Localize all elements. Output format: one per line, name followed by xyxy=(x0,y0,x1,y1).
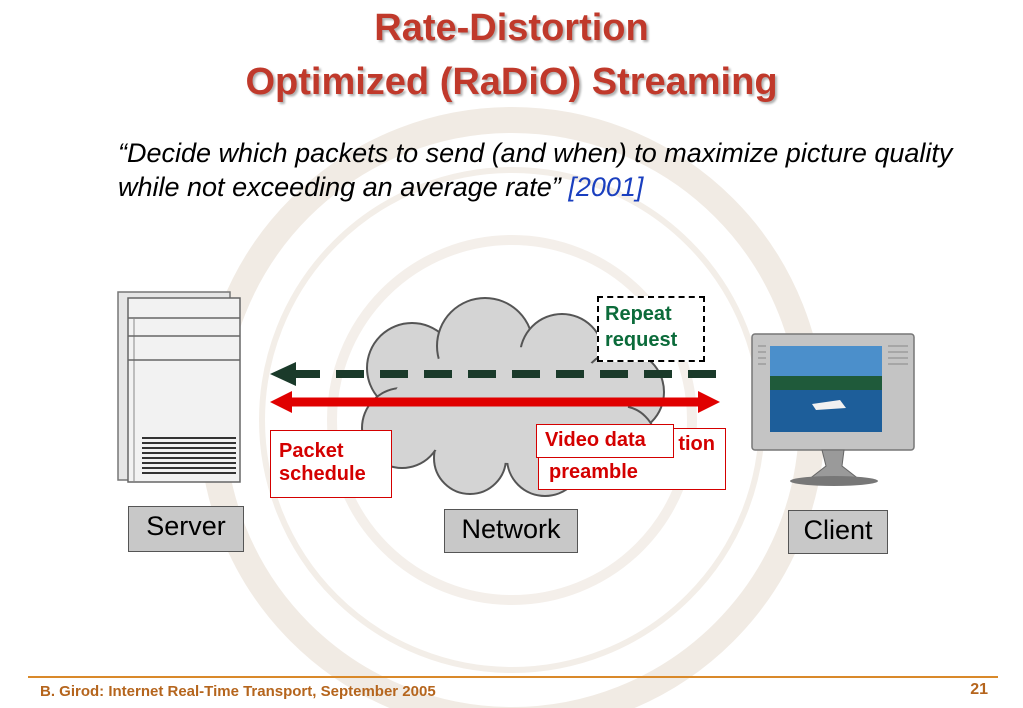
quote: “Decide which packets to send (and when)… xyxy=(118,136,968,204)
repeat-request-line2: request xyxy=(605,329,678,351)
preamble-text: preamble xyxy=(549,461,638,483)
footer-divider xyxy=(28,676,998,678)
server-label: Server xyxy=(128,506,244,552)
client-label: Client xyxy=(788,510,888,554)
request-arrow xyxy=(270,362,718,386)
quote-citation: [2001] xyxy=(568,172,644,202)
packet-schedule-box: Packet schedule xyxy=(270,430,392,498)
repeat-request-box: Repeat request xyxy=(597,296,705,362)
server-icon xyxy=(117,291,241,483)
slide-title-line1: Rate-Distortion xyxy=(374,7,649,49)
repeat-request-line1: Repeat xyxy=(605,303,672,325)
network-label: Network xyxy=(444,509,578,553)
page-number: 21 xyxy=(970,681,988,698)
slide-title-line2: Optimized (RaDiO) Streaming xyxy=(245,61,778,103)
video-data-box: Video data xyxy=(536,424,674,458)
footer-text: B. Girod: Internet Real-Time Transport, … xyxy=(40,683,436,700)
client-monitor-icon xyxy=(751,333,915,486)
quote-text: “Decide which packets to send (and when)… xyxy=(118,138,953,202)
packet-schedule-line1: Packet xyxy=(279,440,344,462)
hidden-label-fragment: tion xyxy=(678,433,715,455)
data-arrow xyxy=(270,391,720,413)
packet-schedule-line2: schedule xyxy=(279,463,366,485)
